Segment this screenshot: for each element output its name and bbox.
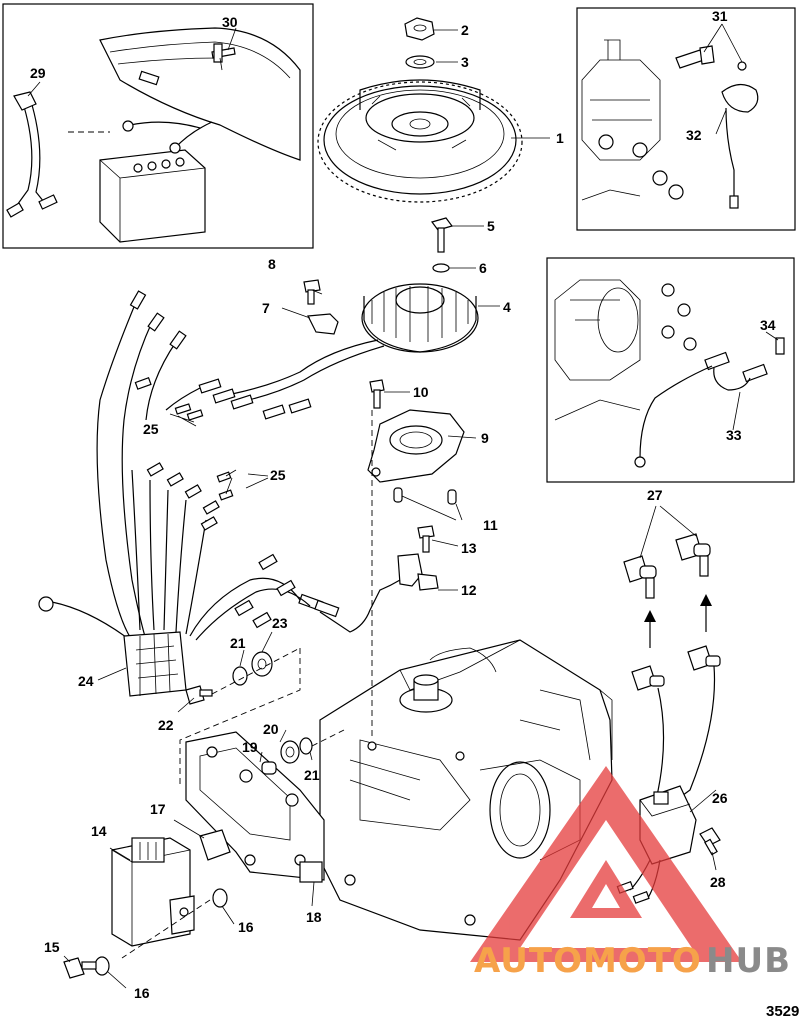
flywheel: [317, 79, 523, 203]
trigger-screw: [369, 379, 385, 409]
callout-22: 22: [158, 717, 174, 733]
callout-21b: 21: [304, 767, 320, 783]
dowel-pin: [447, 489, 457, 505]
callout-8: 8: [268, 256, 276, 272]
callout-labels: 1 2 3 4 5 6 7 8 9 10 11 12 13 14 15 16 1…: [30, 8, 776, 1001]
callout-12: 12: [461, 582, 477, 598]
callout-13: 13: [461, 540, 477, 556]
mount-dashed-line: [211, 647, 301, 695]
callout-3: 3: [461, 54, 469, 70]
callout-29: 29: [30, 65, 46, 81]
stator: [361, 283, 479, 353]
callout-34: 34: [760, 317, 776, 333]
callout-32: 32: [686, 127, 702, 143]
callout-1: 1: [556, 130, 564, 146]
callout-9: 9: [481, 430, 489, 446]
flywheel-nut: [404, 17, 435, 41]
callout-6: 6: [479, 260, 487, 276]
main-harness: [38, 290, 311, 697]
inset-battery-box: [2, 3, 314, 249]
watermark-prefix: AUTOMOTO: [474, 941, 702, 981]
figure-number: 3529: [766, 1003, 799, 1020]
module-washer: [212, 888, 228, 908]
inset-ground-box: [546, 257, 795, 483]
watermark-suffix: HUB: [706, 941, 791, 981]
callout-23: 23: [272, 615, 288, 631]
control-module: [111, 837, 195, 947]
powerhead-block: [319, 639, 613, 941]
callout-18: 18: [306, 909, 322, 925]
spacer: [261, 761, 277, 775]
callout-7: 7: [262, 300, 270, 316]
coil-screw: [699, 827, 721, 856]
watermark-logo: [470, 766, 742, 962]
leader-lines: [27, 23, 779, 989]
spark-plug-cap: [623, 555, 657, 599]
callout-19: 19: [242, 739, 258, 755]
warning-triangle-icon: [470, 766, 742, 962]
callout-4: 4: [503, 299, 511, 315]
callout-28: 28: [710, 874, 726, 890]
module-screw: [63, 957, 97, 979]
callout-16b: 16: [134, 985, 150, 1001]
callout-24: 24: [78, 673, 94, 689]
stator-bolt: [430, 217, 454, 253]
mount-washer: [232, 666, 248, 686]
bracket-washer: [299, 737, 313, 755]
callout-26: 26: [712, 790, 728, 806]
ground-lead-inset-drawing: [554, 279, 785, 468]
callout-30: 30: [222, 14, 238, 30]
callout-25b: 25: [143, 421, 159, 437]
flywheel-washer: [405, 55, 435, 69]
callout-14: 14: [91, 823, 107, 839]
trigger-plate: [367, 409, 465, 483]
spacer-block: [199, 829, 231, 861]
callout-11: 11: [483, 517, 498, 533]
dowel-pin: [393, 487, 403, 503]
module-washer: [94, 956, 110, 976]
callout-20: 20: [263, 721, 279, 737]
callout-15: 15: [44, 939, 60, 955]
grommet: [280, 740, 300, 764]
mount-screw: [185, 685, 213, 705]
wire-clamp: [307, 313, 339, 335]
callout-5: 5: [487, 218, 495, 234]
sensor-screw: [417, 525, 435, 553]
callout-21a: 21: [230, 635, 246, 651]
callout-33: 33: [726, 427, 742, 443]
callout-17: 17: [150, 801, 166, 817]
spark-plug-cap: [675, 533, 711, 577]
callout-16a: 16: [238, 919, 254, 935]
install-arrow: [700, 594, 712, 632]
callout-27: 27: [647, 487, 663, 503]
install-arrow: [644, 610, 656, 648]
sensor-module: [298, 553, 439, 633]
sensor-inset-drawing: [581, 39, 759, 209]
battery-inset-drawing: [6, 27, 301, 243]
callout-31: 31: [712, 8, 728, 24]
callout-25a: 25: [270, 467, 286, 483]
callout-10: 10: [413, 384, 429, 400]
stator-washer: [432, 263, 450, 273]
stator-harness: [165, 339, 385, 421]
module-bracket: [185, 731, 325, 883]
callout-2: 2: [461, 22, 469, 38]
clamp-screw: [303, 279, 321, 305]
inset-sensor-box: [576, 7, 796, 231]
